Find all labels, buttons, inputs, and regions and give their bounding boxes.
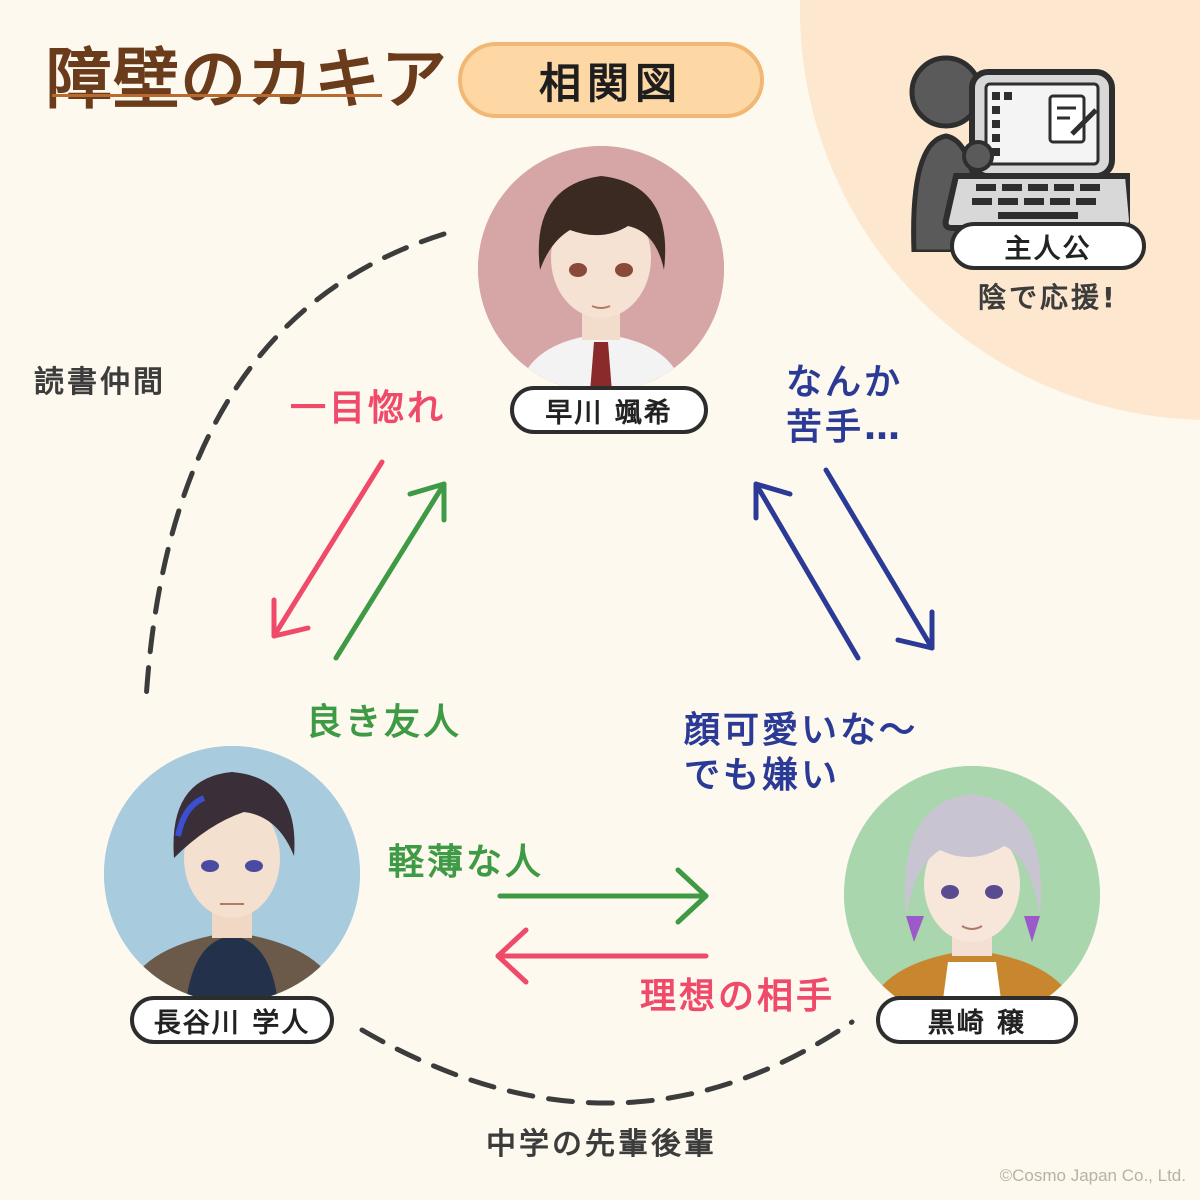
arrow-frivolous <box>497 867 709 925</box>
label-reading-friends: 読書仲間 <box>34 365 166 400</box>
label-cute-face: 顔可愛いな～ でも嫌い <box>684 708 918 798</box>
kurosaki-avatar <box>844 766 1100 1022</box>
label-cute-face-line2: でも嫌い <box>684 755 841 796</box>
arrow-cute-face <box>823 467 935 651</box>
title-underline <box>52 94 382 97</box>
reading-friends-dashed-arc <box>143 231 447 703</box>
protagonist-note: 陰で応援! <box>978 281 1118 314</box>
protagonist-nameplate: 主人公 <box>950 222 1146 270</box>
hayakawa-avatar <box>478 146 724 392</box>
kurosaki-nameplate: 黒崎 穣 <box>876 996 1078 1044</box>
label-middle-school: 中学の先輩後輩 <box>486 1127 717 1162</box>
arrow-ideal-partner <box>495 927 709 985</box>
label-somewhat-weak-line1: なんか <box>786 362 904 403</box>
label-somewhat-weak-line2: 苦手… <box>786 407 904 448</box>
hayakawa-nameplate: 早川 颯希 <box>510 386 708 434</box>
protagonist-laptop-icon <box>900 52 1136 255</box>
label-ideal-partner: 理想の相手 <box>640 976 836 1017</box>
title-logo: 障壁のカキア <box>46 40 448 118</box>
arrow-somewhat-weak <box>753 481 861 661</box>
label-frivolous: 軽薄な人 <box>388 842 545 883</box>
label-love-at-first-sight: 一目惚れ <box>290 388 447 429</box>
label-cute-face-line1: 顔可愛いな～ <box>684 710 919 751</box>
hasegawa-nameplate: 長谷川 学人 <box>130 996 334 1044</box>
arrow-love-at-first-sight <box>271 459 385 639</box>
label-somewhat-weak: なんか 苦手… <box>786 360 903 450</box>
header-pill: 相関図 <box>458 42 764 118</box>
label-good-friend: 良き友人 <box>306 702 463 743</box>
middle-school-dashed-arc <box>359 1019 855 1106</box>
hasegawa-avatar <box>104 746 360 1002</box>
copyright-text: ©Cosmo Japan Co., Ltd. <box>999 1166 1186 1185</box>
arrow-good-friend <box>333 481 447 661</box>
